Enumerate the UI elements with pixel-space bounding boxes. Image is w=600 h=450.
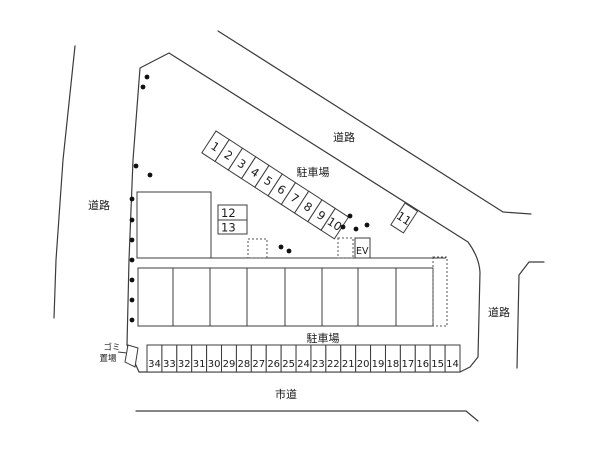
parking-space-number: 11	[394, 209, 414, 229]
boundary-dot	[147, 172, 153, 178]
building-upper-block	[136, 191, 212, 259]
boundary-dot	[140, 84, 146, 90]
parking-space-number: 17	[401, 359, 414, 370]
road-lines	[53, 30, 545, 422]
parking-space-number: 20	[357, 359, 370, 370]
parking-space-number: 19	[372, 359, 385, 370]
parking-space-number: 27	[252, 359, 265, 370]
boundary-dot	[129, 277, 135, 283]
boundary-dot	[340, 224, 346, 230]
boundary-dot	[364, 222, 370, 228]
elevator-box	[354, 237, 371, 259]
parking-space-number: 31	[193, 359, 206, 370]
parking-space-number: 22	[327, 359, 340, 370]
parking-space-number: 25	[282, 359, 295, 370]
parking-space-number: 26	[267, 359, 280, 370]
boundary-dot	[144, 74, 150, 80]
boundary-dot	[278, 244, 284, 250]
parking-space-number: 30	[208, 359, 221, 370]
boundary-dot	[347, 213, 353, 219]
garbage-label-line2: 置場	[99, 353, 117, 364]
boundary-dot	[129, 297, 135, 303]
road-left-label: 道路	[88, 198, 110, 212]
parking-space	[217, 219, 248, 235]
parking-lower-label: 駐車場	[307, 331, 340, 345]
boundary-dot	[129, 217, 135, 223]
stacked-parking-spaces: 12 13	[217, 204, 248, 235]
boundary-dot	[133, 163, 139, 169]
parking-space-number: 18	[387, 359, 400, 370]
dotted-structure-right	[432, 256, 448, 327]
road-bottom-label: 市道	[275, 387, 297, 401]
parking-space-number: 16	[416, 359, 429, 370]
parking-space-number: 13	[221, 221, 236, 235]
parking-space-number: 29	[223, 359, 236, 370]
building-unit-dividers	[172, 268, 397, 326]
boundary-dot	[353, 226, 359, 232]
road-top-edge	[217, 30, 532, 215]
parking-space-number: 32	[178, 359, 191, 370]
road-left-edge	[53, 45, 76, 319]
buildings: EV	[136, 191, 448, 327]
road-top-label: 道路	[333, 130, 355, 144]
parking-space-number: 34	[148, 359, 161, 370]
garbage-area: ゴミ 置場	[99, 342, 139, 368]
garbage-area-shape	[124, 344, 139, 368]
parking-space	[444, 344, 461, 373]
boundary-dot	[286, 248, 292, 254]
road-bottom-edge	[135, 410, 479, 422]
parking-upper-label: 駐車場	[297, 165, 330, 179]
parking-space-number: 21	[342, 359, 355, 370]
boundary-dot	[129, 196, 135, 202]
parking-space-number: 28	[238, 359, 251, 370]
boundary-dot	[129, 317, 135, 323]
dotted-structure-left	[247, 238, 268, 259]
parking-space	[390, 202, 419, 234]
boundary-dot	[129, 237, 135, 243]
elevator-label: EV	[356, 246, 369, 257]
area-labels: 道路 道路 道路 市道 駐車場 駐車場	[88, 130, 510, 401]
parking-space-number: 15	[431, 359, 444, 370]
parking-space-number: 10	[325, 214, 345, 234]
boundary-dot	[129, 257, 135, 263]
property-boundary	[126, 52, 481, 373]
garbage-label-line1: ゴミ	[103, 342, 120, 353]
parking-space-number: 24	[297, 359, 310, 370]
parking-space-11: 11	[390, 202, 419, 234]
dotted-structure-center	[337, 237, 354, 259]
garbage-leader-line	[117, 351, 128, 354]
boundary-marker-dots	[129, 74, 370, 323]
parking-space-number: 12	[221, 206, 236, 220]
road-right-edge	[516, 261, 545, 369]
parking-space-number: 23	[312, 359, 325, 370]
road-right-label: 道路	[488, 305, 510, 319]
parking-space-number: 14	[446, 359, 459, 370]
parking-space-number: 33	[163, 359, 176, 370]
